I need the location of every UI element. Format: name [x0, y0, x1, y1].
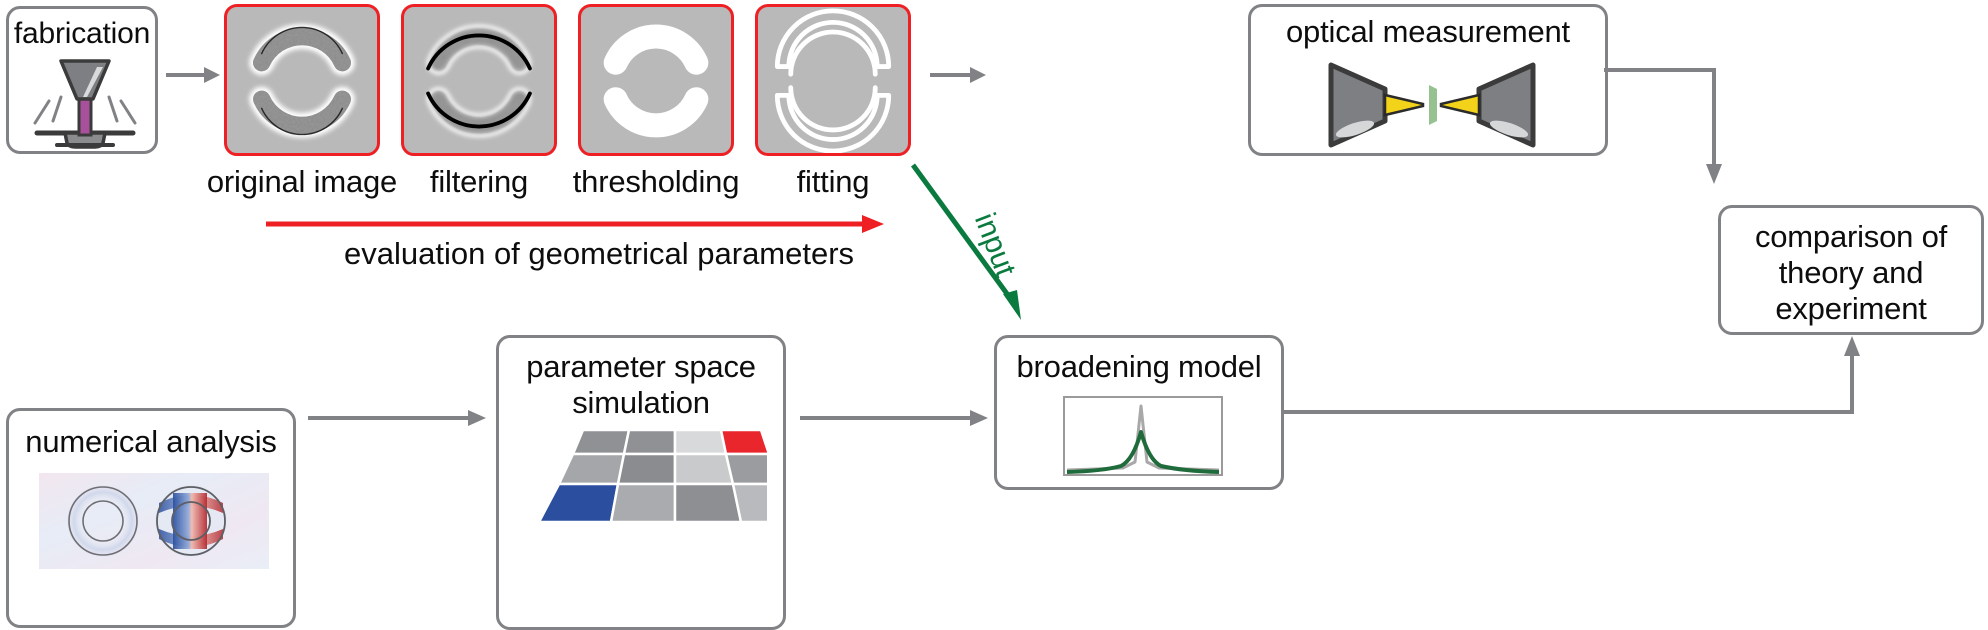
numerical-analysis-title: numerical analysis	[25, 424, 277, 459]
panel-label-fitting: fitting	[796, 164, 870, 199]
comparison-title-line2: theory and	[1778, 255, 1924, 290]
panel-filtering[interactable]	[401, 4, 557, 156]
comparison-title-line3: experiment	[1775, 291, 1927, 326]
parameter-grid-icon	[521, 428, 781, 533]
panel-label-original-image: original image	[206, 164, 398, 199]
spectrum-plot-icon	[1063, 396, 1223, 484]
parameter-space-box: parameter space simulation	[496, 335, 786, 630]
broadening-model-title: broadening model	[1016, 349, 1262, 384]
panel-label-filtering: filtering	[429, 164, 529, 199]
connector-optical-to-comparison	[1604, 60, 1744, 190]
field-distribution-icon	[39, 473, 269, 569]
parameter-space-title-line2: simulation	[572, 385, 710, 420]
fabrication-box: fabrication	[6, 6, 158, 154]
parameter-space-title-line1: parameter space	[526, 349, 756, 384]
panel-original-image[interactable]	[224, 4, 380, 156]
split-ring-noisy-icon	[249, 24, 355, 138]
optical-measurement-title: optical measurement	[1286, 14, 1570, 49]
objective-lens-pair-icon	[1321, 59, 1543, 151]
input-arrow	[905, 160, 1035, 325]
arrow-fitting-to-optical	[930, 62, 988, 88]
split-ring-contour-icon	[774, 8, 892, 153]
connector-broadening-to-comparison	[1284, 330, 1864, 450]
panel-thresholding[interactable]	[578, 4, 734, 156]
panel-label-thresholding: thresholding	[572, 164, 740, 199]
panel-fitting[interactable]	[755, 4, 911, 156]
fabrication-title: fabrication	[13, 17, 151, 50]
numerical-analysis-box: numerical analysis	[6, 408, 296, 628]
arrow-fabrication-to-original	[166, 62, 222, 88]
arrow-parameter-to-broadening	[800, 405, 990, 431]
split-ring-smoothed-icon	[426, 24, 532, 138]
comparison-title-line1: comparison of	[1754, 219, 1948, 254]
comparison-box: comparison of theory and experiment	[1718, 205, 1984, 335]
fib-milling-icon	[23, 57, 147, 151]
split-ring-binary-icon	[603, 24, 709, 138]
evaluation-arrow	[266, 212, 886, 236]
arrow-numerical-to-parameter	[308, 405, 488, 431]
optical-measurement-box: optical measurement	[1248, 4, 1608, 156]
evaluation-arrow-label: evaluation of geometrical parameters	[344, 236, 855, 271]
broadening-model-box: broadening model	[994, 335, 1284, 490]
